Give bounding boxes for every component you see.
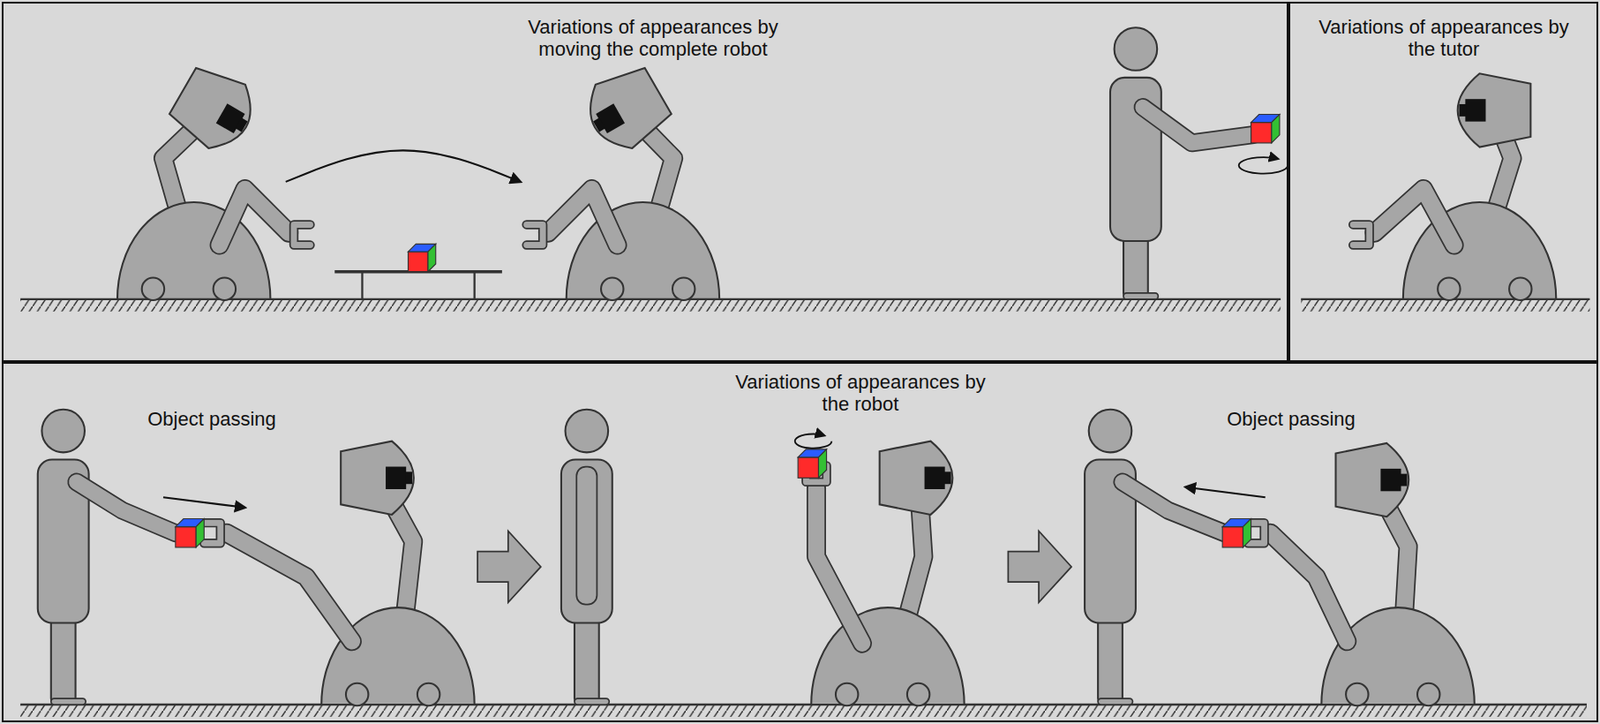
step-title: Variations of appearances by the robot xyxy=(726,370,996,416)
robot xyxy=(1247,443,1475,706)
panel-title: Object passing xyxy=(1156,407,1427,430)
motion-arrow xyxy=(285,150,521,181)
step-arrow xyxy=(477,530,541,602)
panel-title: Object passing xyxy=(77,407,347,430)
robot xyxy=(117,59,311,301)
cube xyxy=(797,449,827,478)
robot xyxy=(1352,73,1556,301)
ground xyxy=(20,704,1587,717)
tutor xyxy=(561,409,613,705)
cube xyxy=(1251,114,1280,143)
robot xyxy=(526,59,721,301)
ground xyxy=(1300,299,1590,312)
ground xyxy=(20,299,1281,312)
robot xyxy=(203,441,474,707)
rotation-arrow xyxy=(1239,157,1288,174)
panel: Object passing Variations of appearances … xyxy=(1,361,1599,722)
cube xyxy=(408,243,436,271)
table xyxy=(334,271,503,300)
cube xyxy=(1222,518,1251,548)
rotation-arrow xyxy=(795,434,833,449)
panel-title: Variations of appearances by the tutor xyxy=(1309,15,1579,61)
tutor xyxy=(37,409,176,705)
panel-title: Variations of appearances by moving the … xyxy=(518,15,789,61)
tutor xyxy=(1084,409,1225,705)
cube xyxy=(175,518,204,548)
motion-arrow xyxy=(1186,487,1266,498)
motion-arrow xyxy=(163,496,246,508)
step-arrow xyxy=(1007,530,1072,602)
panel: Variations of appearances by moving the … xyxy=(1,1,1289,362)
robot xyxy=(805,441,964,707)
tutor xyxy=(1110,27,1254,300)
panel: Variations of appearances by the tutor xyxy=(1288,1,1599,362)
